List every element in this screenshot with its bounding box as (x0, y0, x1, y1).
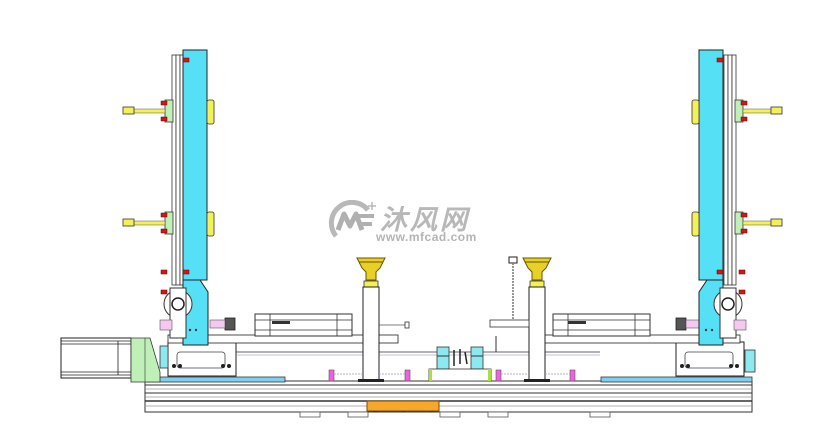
orange-mount-block (366, 400, 440, 413)
left-carriage (159, 334, 600, 377)
watermark: 沐风网 www.mfcad.com (328, 196, 498, 248)
left-locator-post (356, 257, 410, 382)
watermark-url: www.mfcad.com (376, 230, 477, 244)
right-clamp-arm (691, 49, 783, 346)
left-pusher-cylinder (209, 313, 353, 337)
left-clamp-arm (122, 49, 215, 346)
left-guide-strip (146, 376, 286, 383)
right-pusher-cylinder (552, 313, 702, 337)
watermark-brand: 沐风网 (380, 205, 470, 236)
right-guide-strip (600, 376, 753, 383)
locating-pins (328, 369, 576, 382)
right-carriage (539, 334, 756, 377)
servo-motor (60, 337, 161, 383)
right-locator-post (489, 256, 552, 382)
base-rail (144, 380, 753, 418)
mfcad-logo-icon (328, 200, 376, 238)
center-slide-block (428, 346, 492, 382)
